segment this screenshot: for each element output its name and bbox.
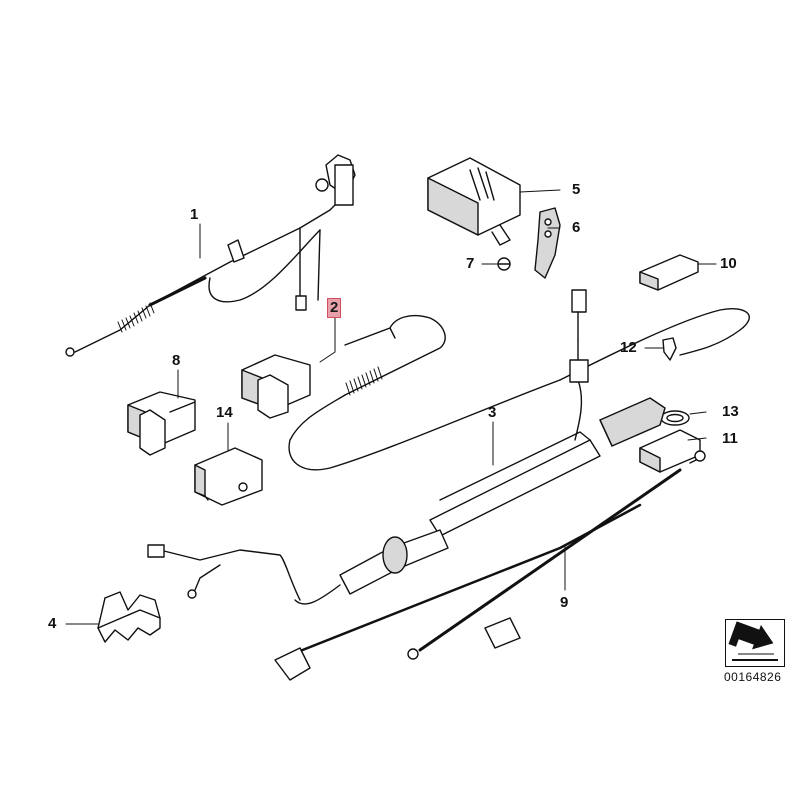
part-1-spring [117,302,155,333]
part-9-cables [274,450,706,681]
part-2-spring [345,366,383,396]
part-2-cable [288,314,561,471]
part-13-ring [660,410,690,426]
callout-5: 5 [572,181,581,198]
part-3-actuator [429,289,666,537]
part-1-cable [65,154,356,357]
callout-13: 13 [722,403,739,420]
leader-lines [65,189,717,625]
callout-7: 7 [466,255,475,272]
callout-9: 9 [560,594,569,611]
part-2-block [241,354,311,419]
callout-3: 3 [488,404,497,421]
part-14-bracket [194,447,263,506]
callout-2: 2 [327,298,342,318]
orientation-arrow-icon [728,621,778,661]
part-10-connector [639,254,699,291]
callout-1: 1 [190,206,199,223]
callout-10: 10 [720,255,737,272]
part-12-clip [662,337,677,361]
callout-14: 14 [216,404,233,421]
orientation-logo-box [725,619,785,667]
part-6-lever [534,207,561,279]
part-8-block [127,391,196,456]
callout-8: 8 [172,352,181,369]
callout-12: 12 [620,339,637,356]
part-4-clip [97,591,161,643]
part-5-housing [427,157,521,246]
lower-cylinder [147,529,449,605]
part-7-screw [497,257,511,271]
document-number: 00164826 [724,670,782,684]
callout-6: 6 [572,219,581,236]
long-cable [559,308,750,381]
part-11-bracket [639,429,701,473]
callout-4: 4 [48,615,57,632]
callout-11: 11 [722,430,738,447]
